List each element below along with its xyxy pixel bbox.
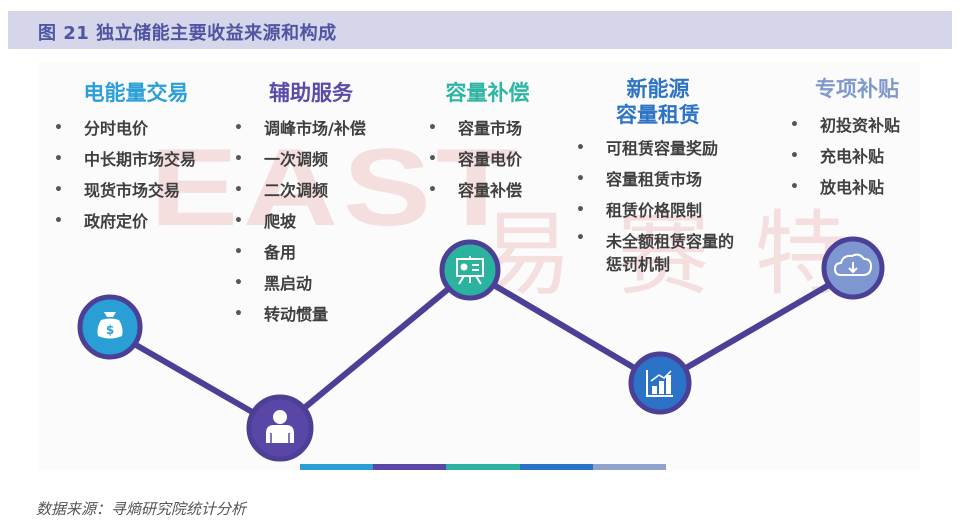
list-item: 政府定价 <box>46 206 236 237</box>
list-item: 分时电价 <box>46 113 236 144</box>
item-list: 调峰市场/补偿 一次调频 二次调频 爬坡 备用 黑启动 转动惯量 <box>226 113 426 330</box>
list-item: 一次调频 <box>226 144 426 175</box>
item-list: 容量市场 容量电价 容量补偿 <box>420 113 570 206</box>
list-item: 放电补贴 <box>782 172 952 203</box>
list-item: 充电补贴 <box>782 141 952 172</box>
list-item: 初投资补贴 <box>782 110 952 141</box>
node-money-bag: $ <box>77 294 143 360</box>
list-item: 备用 <box>226 237 426 268</box>
column-title: 辅助服务 <box>269 81 353 105</box>
column-renewable-capacity-lease: 新能源 容量租赁 可租赁容量奖励 容量租赁市场 租赁价格限制 未全额租赁容量的 … <box>568 76 788 276</box>
bar-chart-icon <box>646 370 673 397</box>
presentation-board-icon <box>456 256 484 285</box>
item-list: 初投资补贴 充电补贴 放电补贴 <box>782 110 952 203</box>
list-item-continued: 惩罚机制 <box>606 255 671 274</box>
bar-segment <box>300 464 374 470</box>
list-item: 容量租赁市场 <box>568 164 788 195</box>
money-bag-icon <box>97 312 123 339</box>
node-person <box>246 394 314 462</box>
list-item: 可租赁容量奖励 <box>568 133 788 164</box>
list-item: 调峰市场/补偿 <box>226 113 426 144</box>
column-title: 容量补偿 <box>445 81 530 105</box>
bar-segment <box>446 464 520 470</box>
column-title-line1: 新能源 <box>626 77 690 101</box>
column-title: 电能量交易 <box>83 81 189 105</box>
bar-segment <box>592 464 667 470</box>
bar-segment <box>373 464 447 470</box>
list-item: 租赁价格限制 <box>568 195 788 226</box>
list-item: 黑启动 <box>226 268 426 299</box>
figure-title: 图 21 独立储能主要收益来源和构成 <box>38 23 337 44</box>
bar-segment <box>519 464 593 470</box>
list-item: 爬坡 <box>226 206 426 237</box>
person-icon <box>266 410 294 443</box>
cloud-icon <box>833 253 873 276</box>
list-item: 二次调频 <box>226 175 426 206</box>
node-cloud <box>821 236 885 300</box>
column-energy-trading: 电能量交易 分时电价 中长期市场交易 现货市场交易 政府定价 <box>46 80 236 237</box>
node-presentation <box>439 239 501 301</box>
list-item: 中长期市场交易 <box>46 144 236 175</box>
column-title-line2: 容量租赁 <box>616 103 700 127</box>
item-list: 分时电价 中长期市场交易 现货市场交易 政府定价 <box>46 113 236 237</box>
column-ancillary-services: 辅助服务 调峰市场/补偿 一次调频 二次调频 爬坡 备用 黑启动 转动惯量 <box>226 80 426 330</box>
list-item: 容量补偿 <box>420 175 570 206</box>
data-source-note: 数据来源：寻熵研究院统计分析 <box>36 500 247 518</box>
column-title: 专项补贴 <box>815 77 899 101</box>
svg-text:$: $ <box>106 323 114 337</box>
list-item: 容量市场 <box>420 113 570 144</box>
column-special-subsidy: 专项补贴 初投资补贴 充电补贴 放电补贴 <box>782 76 952 203</box>
column-capacity-compensation: 容量补偿 容量市场 容量电价 容量补偿 <box>420 80 570 206</box>
figure-title-bar: 图 21 独立储能主要收益来源和构成 <box>8 11 952 49</box>
list-item: 未全额租赁容量的 <box>568 226 788 254</box>
color-legend-bar <box>300 464 667 470</box>
list-item: 转动惯量 <box>226 299 426 330</box>
list-item: 容量电价 <box>420 144 570 175</box>
node-bar-chart <box>628 351 692 415</box>
item-list: 可租赁容量奖励 容量租赁市场 租赁价格限制 未全额租赁容量的 惩罚机制 <box>568 133 788 276</box>
list-item: 现货市场交易 <box>46 175 236 206</box>
